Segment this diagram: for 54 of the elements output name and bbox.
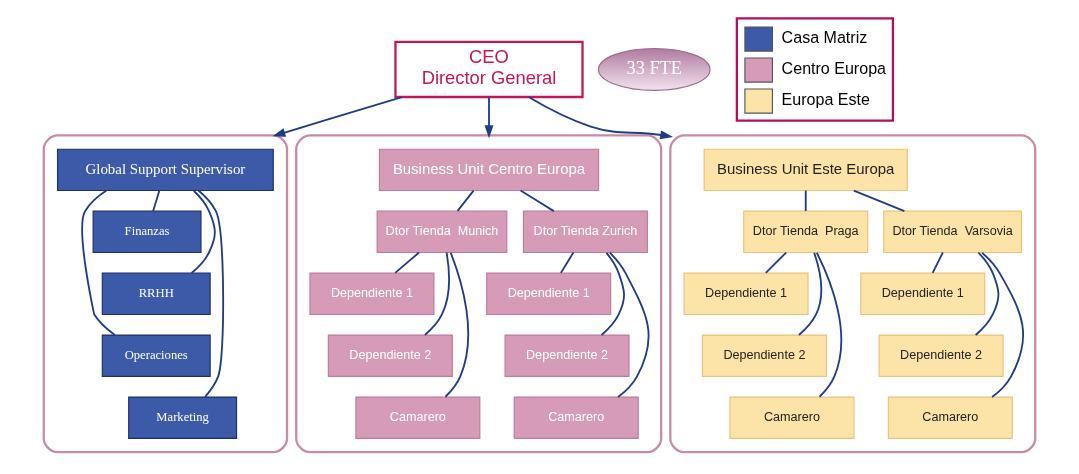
connector — [981, 251, 1025, 398]
connector — [764, 251, 788, 274]
cluster — [42, 134, 289, 454]
connector — [931, 251, 944, 274]
connector — [423, 251, 450, 336]
node-box: Dependiente 1 — [860, 272, 986, 316]
node-box: Dependiente 2 — [504, 334, 630, 377]
node-box: Dtor Tienda Praga — [743, 210, 869, 254]
node-box: Finanzas — [92, 210, 202, 254]
connector — [815, 251, 843, 398]
node-ellipse: 33 FTE — [597, 47, 711, 91]
connector — [608, 251, 650, 398]
node-box: Dependiente 2 — [878, 334, 1004, 377]
node-box: Marketing — [128, 396, 238, 439]
arrow — [484, 96, 494, 139]
node-box: Operaciones — [101, 334, 211, 377]
connector — [798, 251, 823, 336]
connector — [559, 251, 575, 274]
arrow — [527, 96, 674, 140]
connector — [394, 251, 420, 274]
node-box: CEO Director General — [394, 40, 584, 99]
connector — [852, 189, 906, 213]
connector — [444, 252, 470, 398]
node-box: RRHH — [101, 272, 211, 316]
node-box: Dependiente 1 — [486, 272, 612, 316]
connector — [600, 252, 625, 336]
node-box: Dtor Tienda Zurich — [522, 210, 648, 254]
connector — [804, 189, 807, 212]
connector — [519, 189, 555, 213]
node-box: Dependiente 2 — [701, 334, 827, 377]
arrow — [272, 96, 403, 137]
connector — [974, 251, 1000, 336]
node-box: Dependiente 1 — [309, 272, 435, 316]
node-box: Camarero — [887, 396, 1013, 439]
node-box: Business Unit Centro Europa — [378, 148, 600, 192]
connector — [456, 189, 475, 212]
node-box: Camarero — [729, 396, 855, 439]
node-box: Dependiente 1 — [683, 272, 809, 316]
node-box: Global Support Supervisor — [56, 148, 274, 192]
node-box: Camarero — [513, 396, 639, 439]
node-box: Camarero — [355, 396, 481, 439]
cluster — [669, 134, 1037, 454]
legend-label: Europa Este — [781, 90, 870, 109]
cluster — [295, 134, 663, 454]
connector — [81, 189, 116, 336]
node-box: Dtor Tienda Varsovia — [883, 210, 1023, 254]
node-box: Dtor Tienda Munich — [376, 210, 508, 254]
legend-label: Casa Matriz — [781, 28, 868, 47]
legend-label: Centro Europa — [781, 59, 886, 78]
node-box: Dependiente 2 — [327, 334, 453, 377]
connector — [190, 189, 216, 274]
connector — [197, 189, 225, 398]
connector — [152, 189, 161, 212]
node-box: Business Unit Este Europa — [703, 148, 908, 192]
